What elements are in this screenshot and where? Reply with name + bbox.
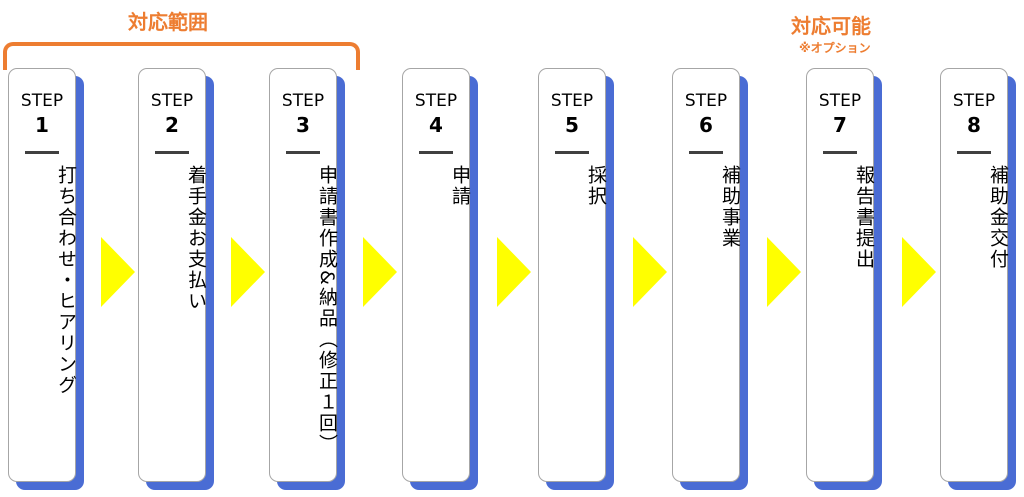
step-word: STEP xyxy=(952,91,996,111)
scope-bracket xyxy=(3,42,360,70)
card-body: STEP 7 報告書提出 xyxy=(806,68,875,482)
step-divider xyxy=(155,151,189,154)
card-body: STEP 4 申請 xyxy=(402,68,471,482)
step-word: STEP xyxy=(150,91,194,111)
step-text: 打ち合わせ・ヒアリング xyxy=(55,165,77,396)
scope-label: 対応範囲 xyxy=(128,10,208,34)
step-word: STEP xyxy=(414,91,458,111)
step-number: 8 xyxy=(967,113,981,137)
step-card-1: STEP 1 打ち合わせ・ヒアリング xyxy=(8,68,84,490)
available-label: 対応可能 xyxy=(791,14,871,38)
step-number: 7 xyxy=(833,113,847,137)
step-number: 3 xyxy=(296,113,310,137)
step-number: 5 xyxy=(565,113,579,137)
step-number: 4 xyxy=(429,113,443,137)
step-card-2: STEP 2 着手金お支払い xyxy=(138,68,214,490)
step-card-6: STEP 6 補助事業 xyxy=(672,68,748,490)
step-number: 1 xyxy=(35,113,49,137)
option-label: ※オプション xyxy=(799,41,871,55)
step-card-4: STEP 4 申請 xyxy=(402,68,478,490)
arrow-right-icon xyxy=(767,237,801,307)
step-card-3: STEP 3 申請書作成&納品（修正１回） xyxy=(269,68,345,490)
step-divider xyxy=(957,151,991,154)
step-text: 報告書提出 xyxy=(853,165,875,270)
arrow-right-icon xyxy=(902,237,936,307)
step-word: STEP xyxy=(20,91,64,111)
card-body: STEP 1 打ち合わせ・ヒアリング xyxy=(8,68,77,482)
step-divider xyxy=(286,151,320,154)
step-text: 着手金お支払い xyxy=(185,165,207,312)
step-text: 申請書作成&納品（修正１回） xyxy=(316,165,338,455)
step-card-8: STEP 8 補助金交付 xyxy=(940,68,1016,490)
step-number: 2 xyxy=(165,113,179,137)
step-divider xyxy=(689,151,723,154)
step-divider xyxy=(25,151,59,154)
card-body: STEP 2 着手金お支払い xyxy=(138,68,207,482)
card-body: STEP 6 補助事業 xyxy=(672,68,741,482)
step-text: 申請 xyxy=(449,165,471,207)
step-word: STEP xyxy=(281,91,325,111)
arrow-right-icon xyxy=(363,237,397,307)
arrow-right-icon xyxy=(633,237,667,307)
card-body: STEP 3 申請書作成&納品（修正１回） xyxy=(269,68,338,482)
step-text: 補助事業 xyxy=(719,165,741,249)
step-text: 採択 xyxy=(585,165,607,207)
step-word: STEP xyxy=(818,91,862,111)
step-word: STEP xyxy=(550,91,594,111)
arrow-right-icon xyxy=(497,237,531,307)
step-number: 6 xyxy=(699,113,713,137)
step-word: STEP xyxy=(684,91,728,111)
step-divider xyxy=(555,151,589,154)
step-card-5: STEP 5 採択 xyxy=(538,68,614,490)
step-divider xyxy=(419,151,453,154)
card-body: STEP 5 採択 xyxy=(538,68,607,482)
card-body: STEP 8 補助金交付 xyxy=(940,68,1009,482)
step-card-7: STEP 7 報告書提出 xyxy=(806,68,882,490)
arrow-right-icon xyxy=(101,237,135,307)
arrow-right-icon xyxy=(231,237,265,307)
step-text: 補助金交付 xyxy=(987,165,1009,270)
step-divider xyxy=(823,151,857,154)
